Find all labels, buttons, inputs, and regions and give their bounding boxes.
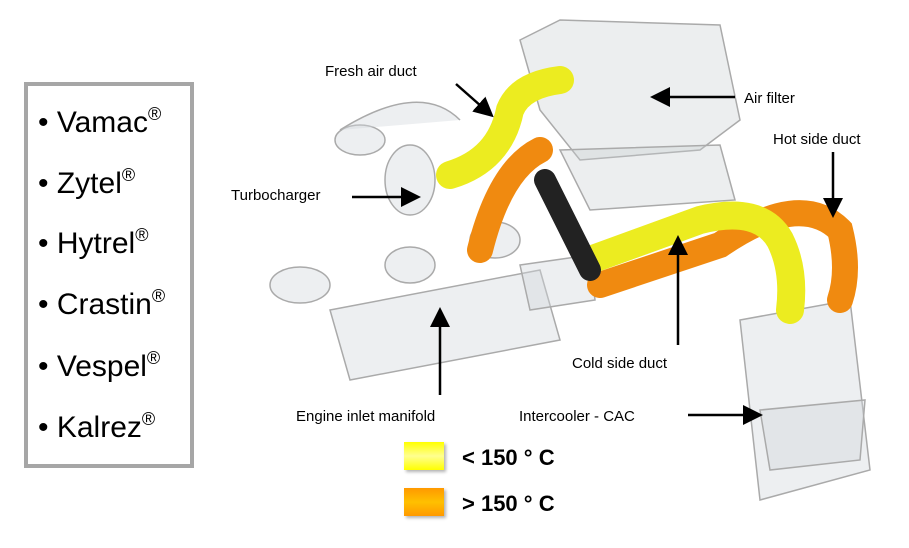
legend-label-above-150: > 150 ° C (462, 491, 555, 516)
air-filter-housing (519, 19, 741, 211)
material-item: • Vamac® (38, 104, 162, 139)
arrow-fresh-air-duct (455, 83, 494, 118)
material-item: • Vespel® (38, 348, 161, 383)
label-engine-inlet-manifold: Engine inlet manifold (296, 408, 436, 425)
legend-swatch-above-150 (404, 488, 444, 516)
label-arrows (352, 83, 843, 425)
material-item: • Crastin® (38, 286, 166, 321)
label-hot-side-duct: Hot side duct (773, 131, 861, 148)
label-turbocharger: Turbocharger (231, 187, 321, 204)
intercooler-body (739, 299, 871, 501)
legend-swatch-below-150 (404, 442, 444, 470)
cold-side-duct (436, 66, 806, 324)
label-air-filter: Air filter (744, 90, 795, 107)
material-item: • Zytel® (38, 165, 136, 200)
material-item: • Kalrez® (38, 409, 156, 444)
label-fresh-air-duct: Fresh air duct (325, 63, 417, 80)
material-item: • Hytrel® (38, 225, 149, 260)
materials-list: • Vamac® • Zytel® • Hytrel® • Crastin® •… (24, 82, 194, 468)
label-cold-side-duct: Cold side duct (572, 355, 668, 372)
legend-label-below-150: < 150 ° C (462, 445, 555, 470)
black-hose (534, 169, 601, 281)
engine-manifold (269, 221, 596, 381)
label-intercooler: Intercooler - CAC (519, 408, 635, 425)
